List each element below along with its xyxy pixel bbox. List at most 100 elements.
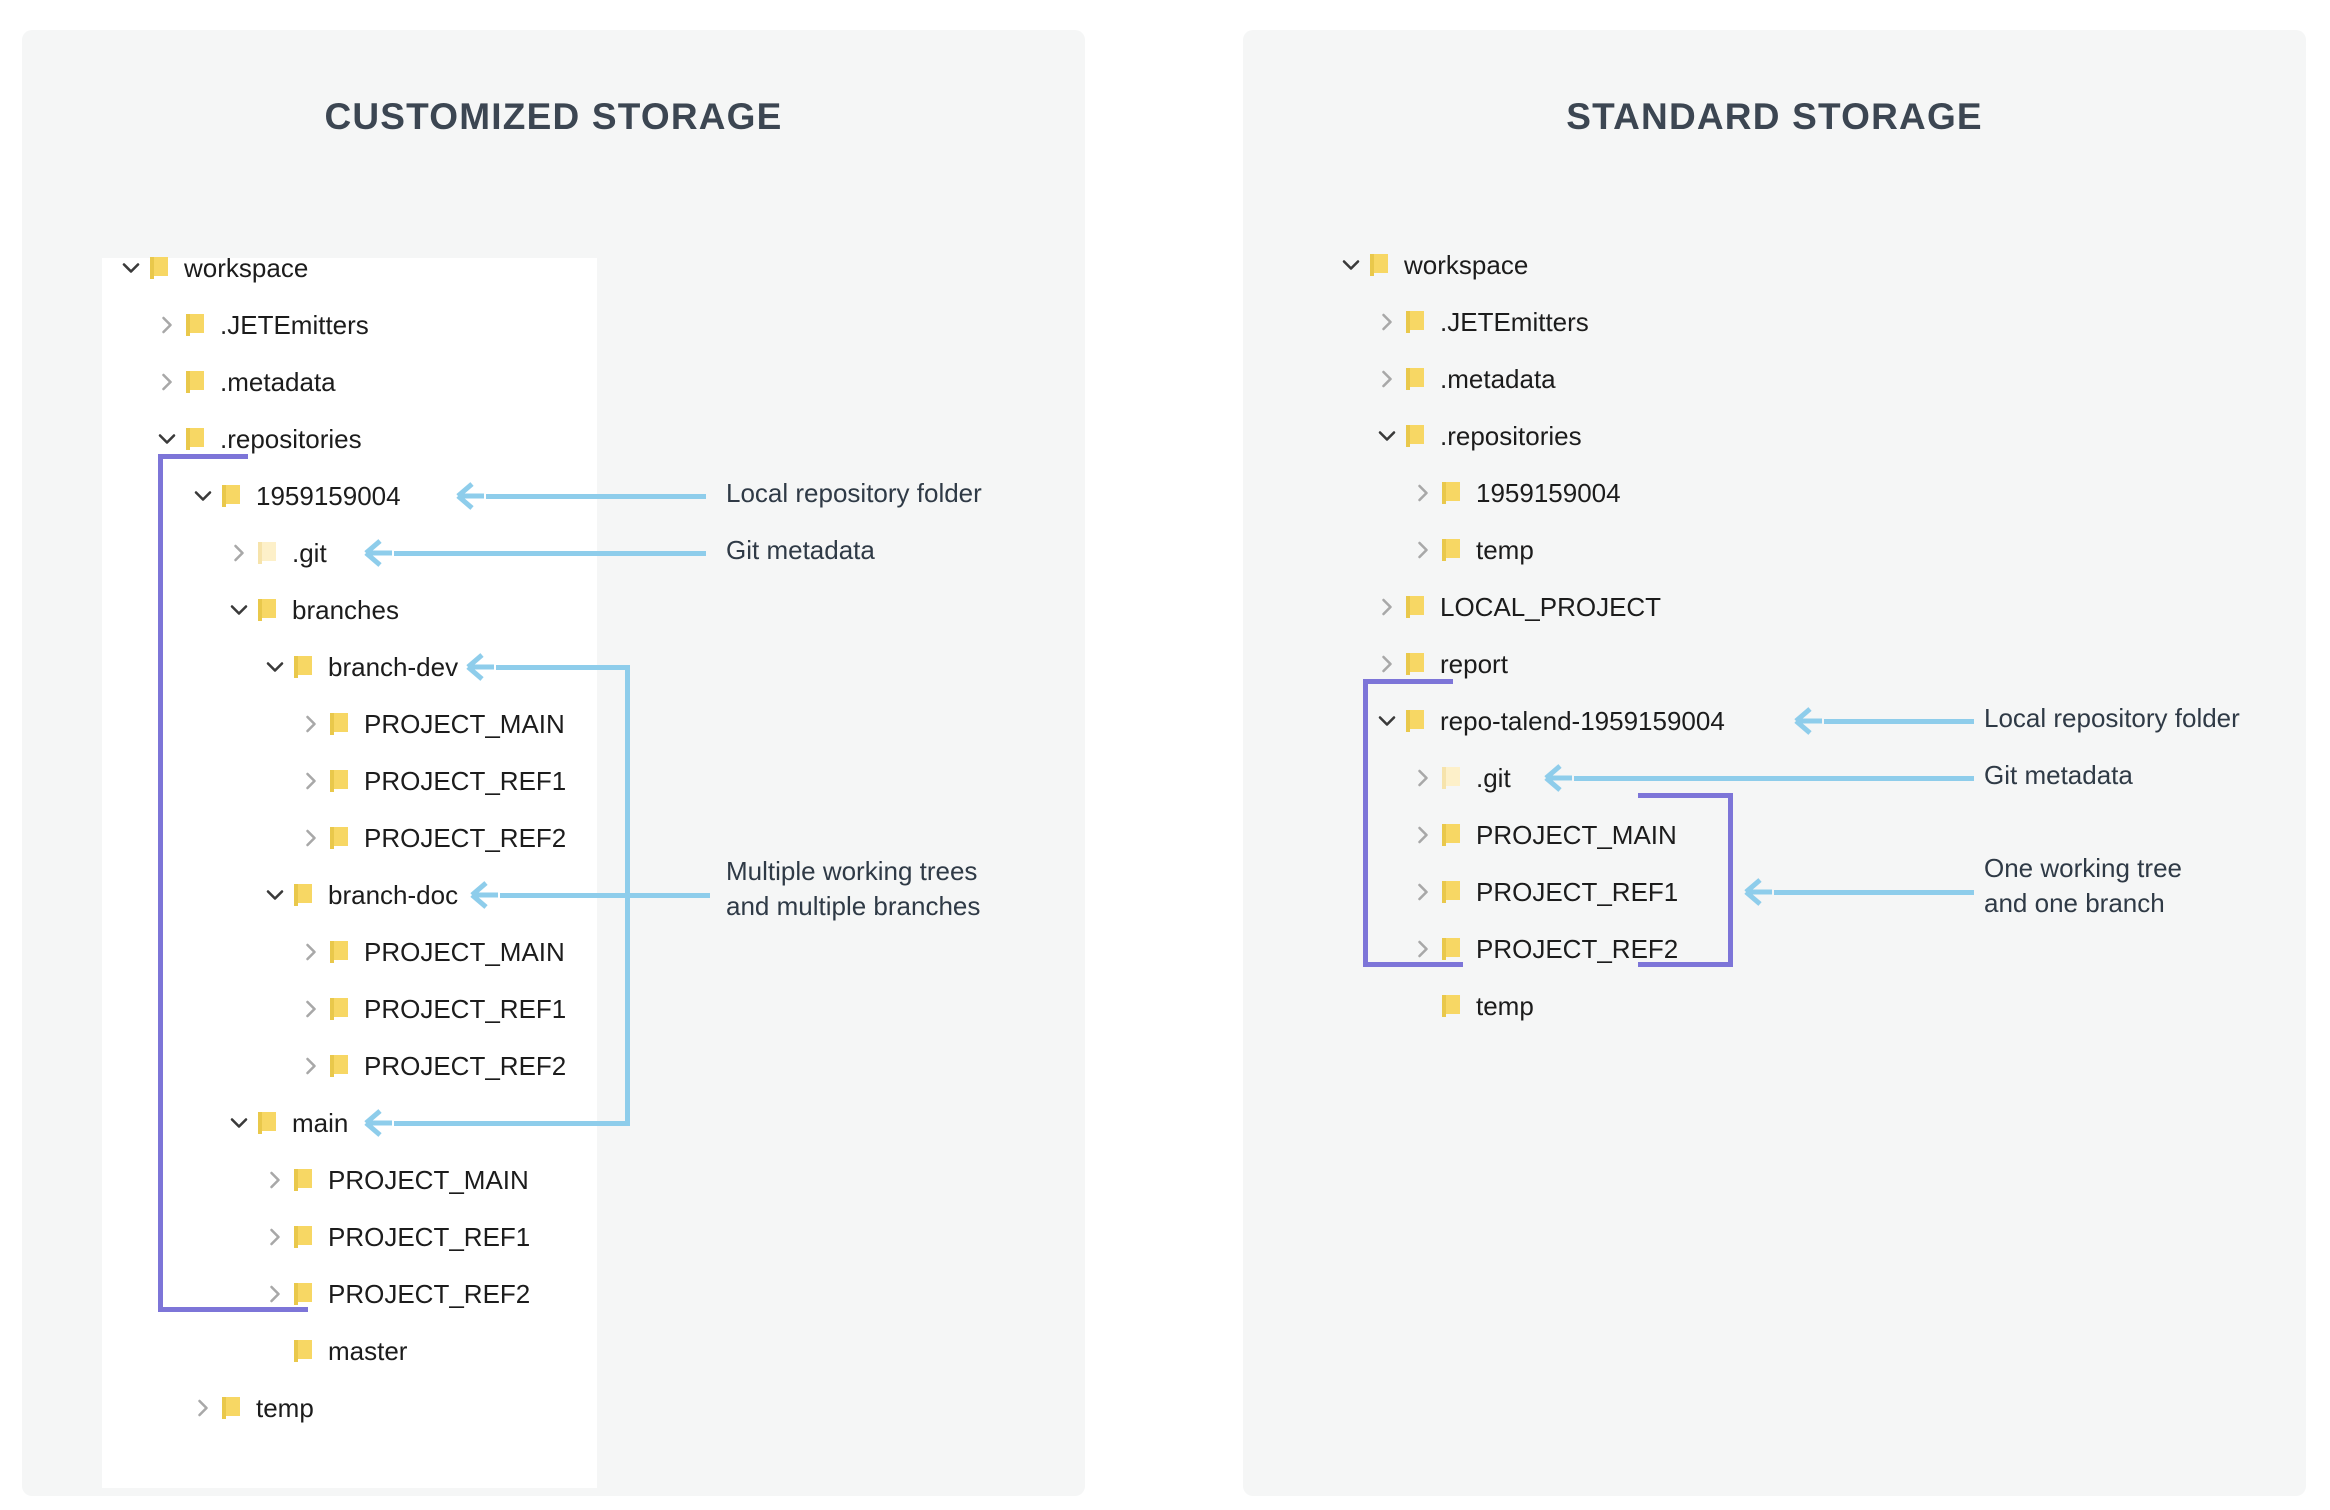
chevron-right-icon[interactable] <box>1376 596 1398 618</box>
connector-one-working-tree-right <box>1774 890 1974 895</box>
tree-row[interactable]: .metadata <box>156 362 336 402</box>
tree-row[interactable]: PROJECT_MAIN <box>1412 815 1677 855</box>
tree-row-label: PROJECT_REF1 <box>364 994 567 1024</box>
chevron-right-icon[interactable] <box>1412 767 1434 789</box>
tree-row[interactable]: PROJECT_REF1 <box>300 989 566 1029</box>
chevron-right-icon[interactable] <box>300 998 322 1020</box>
chevron-right-icon[interactable] <box>1376 368 1398 390</box>
tree-row-label: PROJECT_MAIN <box>364 709 565 739</box>
chevron-down-icon[interactable] <box>264 884 286 906</box>
tree-row[interactable]: PROJECT_REF1 <box>264 1217 530 1257</box>
tree-row[interactable]: PROJECT_REF1 <box>1412 872 1678 912</box>
chevron-right-icon[interactable] <box>300 1055 322 1077</box>
chevron-right-icon[interactable] <box>300 713 322 735</box>
tree-row-label: .metadata <box>220 367 336 397</box>
tree-row-label: 1959159004 <box>256 481 401 511</box>
tree-row-label: PROJECT_REF2 <box>1476 934 1679 964</box>
chevron-down-icon[interactable] <box>264 656 286 678</box>
page-title-standard: STANDARD STORAGE <box>1566 96 1983 137</box>
tree-row-label: branch-dev <box>328 652 459 682</box>
tree-row[interactable]: temp <box>192 1388 314 1428</box>
chevron-down-icon[interactable] <box>1340 254 1362 276</box>
chevron-right-icon[interactable] <box>300 770 322 792</box>
tree-row[interactable]: PROJECT_MAIN <box>264 1160 529 1200</box>
tree-row[interactable]: PROJECT_REF2 <box>264 1274 530 1314</box>
tree-row-label: .git <box>292 538 327 568</box>
tree-row[interactable]: PROJECT_REF2 <box>1412 929 1678 969</box>
chevron-down-icon[interactable] <box>192 485 214 507</box>
folder-icon <box>1402 367 1428 391</box>
tree-row[interactable]: .repositories <box>1376 416 1582 456</box>
chevron-right-icon[interactable] <box>264 1283 286 1305</box>
connector-branch-dev-left <box>496 665 630 670</box>
folder-icon <box>326 1054 352 1078</box>
tree-row[interactable]: branches <box>228 590 399 630</box>
chevron-right-icon[interactable] <box>1412 539 1434 561</box>
chevron-right-icon[interactable] <box>264 1226 286 1248</box>
chevron-right-icon[interactable] <box>228 542 250 564</box>
tree-row[interactable]: workspace <box>120 248 308 288</box>
tree-row-label: LOCAL_PROJECT <box>1440 592 1662 622</box>
folder-icon <box>326 997 352 1021</box>
tree-row[interactable]: 1959159004 <box>1412 473 1621 513</box>
tree-row[interactable]: .metadata <box>1376 359 1556 399</box>
folder-icon <box>1438 880 1464 904</box>
panel-standard-storage: STANDARD STORAGE <box>1243 30 2306 1496</box>
tree-row[interactable]: PROJECT_MAIN <box>300 932 565 972</box>
folder-pale-icon <box>1438 766 1464 790</box>
tree-row[interactable]: temp <box>1412 530 1534 570</box>
folder-pale-icon <box>254 541 280 565</box>
tree-row[interactable]: PROJECT_REF2 <box>300 818 566 858</box>
chevron-right-icon[interactable] <box>1412 824 1434 846</box>
chevron-down-icon[interactable] <box>156 428 178 450</box>
tree-row[interactable]: repo-talend-1959159004 <box>1376 701 1725 741</box>
tree-row[interactable]: PROJECT_MAIN <box>300 704 565 744</box>
connector-branch-doc-left <box>500 893 710 898</box>
chevron-right-icon[interactable] <box>192 1397 214 1419</box>
folder-icon <box>1402 424 1428 448</box>
tree-row[interactable]: 1959159004 <box>192 476 401 516</box>
tree-row[interactable]: report <box>1376 644 1508 684</box>
folder-icon <box>1402 709 1428 733</box>
arrow-git-metadata-right <box>1540 761 1574 795</box>
tree-row-label: PROJECT_REF2 <box>364 823 567 853</box>
chevron-right-icon[interactable] <box>300 941 322 963</box>
tree-row[interactable]: branch-dev <box>264 647 458 687</box>
chevron-down-icon[interactable] <box>228 599 250 621</box>
chevron-right-icon[interactable] <box>1412 938 1434 960</box>
chevron-right-icon[interactable] <box>1376 311 1398 333</box>
chevron-down-icon[interactable] <box>228 1112 250 1134</box>
tree-row[interactable]: branch-doc <box>264 875 458 915</box>
chevron-right-icon[interactable] <box>1412 881 1434 903</box>
tree-row[interactable]: master <box>264 1331 407 1371</box>
tree-row[interactable]: workspace <box>1340 245 1528 285</box>
tree-row[interactable]: .git <box>1412 758 1511 798</box>
tree-row[interactable]: temp <box>1412 986 1534 1026</box>
tree-row[interactable]: PROJECT_REF1 <box>300 761 566 801</box>
chevron-right-icon[interactable] <box>264 1169 286 1191</box>
tree-row[interactable]: PROJECT_REF2 <box>300 1046 566 1086</box>
tree-row-label: report <box>1440 649 1508 679</box>
tree-row[interactable]: LOCAL_PROJECT <box>1376 587 1661 627</box>
chevron-right-icon[interactable] <box>1412 482 1434 504</box>
purple-bracket-right-outer-bottom <box>1363 962 1463 967</box>
connector-main-left <box>394 1121 630 1126</box>
connector-local-repo-folder-right <box>1824 719 1974 724</box>
chevron-down-icon[interactable] <box>1376 710 1398 732</box>
chevron-right-icon[interactable] <box>156 314 178 336</box>
tree-row[interactable]: main <box>228 1103 348 1143</box>
chevron-right-icon[interactable] <box>1376 653 1398 675</box>
tree-row[interactable]: .JETEmitters <box>156 305 369 345</box>
folder-icon <box>182 313 208 337</box>
chevron-right-icon[interactable] <box>156 371 178 393</box>
chevron-down-icon[interactable] <box>120 257 142 279</box>
tree-row[interactable]: .git <box>228 533 327 573</box>
tree-row-label: temp <box>1476 535 1534 565</box>
annotation-multiple-trees-left: Multiple working trees and multiple bran… <box>726 856 981 921</box>
tree-row[interactable]: .JETEmitters <box>1376 302 1589 342</box>
chevron-right-icon[interactable] <box>300 827 322 849</box>
folder-icon <box>1438 937 1464 961</box>
chevron-down-icon[interactable] <box>1376 425 1398 447</box>
purple-bracket-left-bottom <box>158 1307 308 1312</box>
tree-row[interactable]: .repositories <box>156 419 362 459</box>
